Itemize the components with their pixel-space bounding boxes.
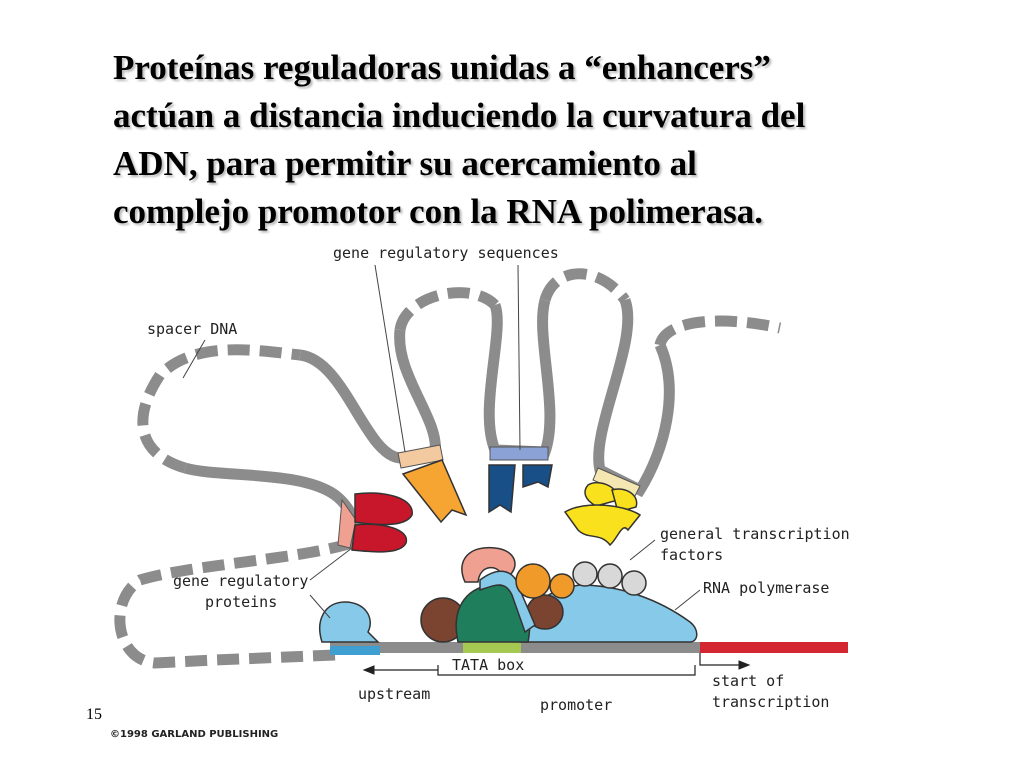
label-gene-regulatory-sequences: gene regulatory sequences	[333, 244, 559, 262]
title-line: ADN, para permitir su acercamiento al	[113, 144, 697, 183]
promoter-dna	[330, 642, 848, 655]
start-of-transcription-arrow	[699, 653, 751, 670]
label-tata-box: TATA box	[452, 656, 524, 674]
pink-factor	[461, 546, 516, 583]
orange-factor-large	[515, 563, 551, 599]
label-gene-regulatory: gene regulatory	[173, 572, 308, 590]
orange-regulatory-protein	[401, 459, 468, 524]
spacer-dna-top-arch	[394, 287, 499, 332]
spacer-dna-tail	[654, 315, 782, 347]
slide-number: 15	[86, 706, 102, 723]
site-red	[337, 498, 357, 549]
slide-title: Proteínas reguladoras unidas a “enhancer…	[113, 44, 973, 236]
transcribed-region	[700, 642, 848, 653]
blue-regulatory-protein	[488, 464, 553, 514]
regulatory-site-stripes	[337, 444, 641, 549]
grey-factor-2	[597, 563, 623, 589]
label-transcription: transcription	[712, 693, 829, 711]
site-blue	[489, 446, 549, 461]
orange-factor-small	[549, 573, 575, 599]
dna-segment-orange	[298, 329, 441, 464]
label-spacer-dna: spacer DNA	[147, 320, 237, 338]
label-rna-polymerase: RNA polymerase	[703, 579, 829, 597]
yellow-regulatory-protein	[563, 481, 642, 547]
label-start-of: start of	[712, 672, 784, 690]
annotations	[362, 653, 751, 676]
transcription-complex	[420, 546, 698, 643]
upstream-binding-site	[330, 646, 380, 655]
spacer-dna-upper-loop	[137, 344, 301, 474]
dna-segment-yellow	[593, 298, 675, 498]
blue-linker-factor	[479, 570, 536, 634]
tata-box-segment	[463, 642, 521, 653]
title-line: complejo promotor con la RNA polimerasa.	[113, 192, 764, 231]
title-line: Proteínas reguladoras unidas a “enhancer…	[113, 48, 771, 87]
spacer-dna-lower-loop	[114, 539, 347, 669]
grey-factor-3	[621, 570, 647, 596]
label-factors: factors	[660, 546, 723, 564]
spacer-dna-top-arch-2	[539, 268, 630, 304]
grey-factor-1	[572, 561, 598, 587]
label-general-transcription: general transcription	[660, 525, 850, 543]
red-regulatory-protein	[351, 492, 413, 553]
upstream-activator-protein	[319, 601, 380, 643]
copyright-notice: ©1998 GARLAND PUBLISHING	[110, 729, 278, 740]
site-orange	[397, 444, 444, 469]
label-promoter: promoter	[540, 696, 612, 714]
dna-segment-red	[183, 462, 362, 551]
label-upstream: upstream	[358, 685, 430, 703]
leader-lines	[182, 264, 701, 619]
label-proteins: proteins	[205, 593, 277, 611]
title-line: actúan a distancia induciendo la curvatu…	[113, 96, 806, 135]
